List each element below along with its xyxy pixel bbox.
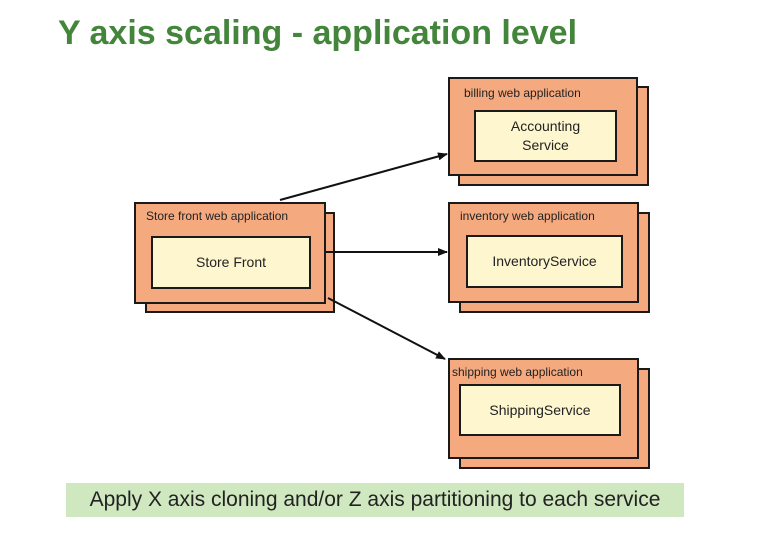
shipping-app-label: shipping web application bbox=[452, 365, 583, 379]
page-title: Y axis scaling - application level bbox=[58, 14, 578, 52]
shipping-web-application: shipping web application ShippingService bbox=[448, 358, 639, 459]
accounting-service: Accounting Service bbox=[474, 110, 617, 162]
arrow-to-billing bbox=[279, 152, 448, 201]
store-front-service: Store Front bbox=[151, 236, 311, 289]
shipping-service: ShippingService bbox=[459, 384, 621, 436]
inventory-web-application: inventory web application InventoryServi… bbox=[448, 202, 639, 303]
inventory-app-label: inventory web application bbox=[460, 209, 595, 223]
store-front-web-application: Store front web application Store Front bbox=[134, 202, 326, 304]
footer-note: Apply X axis cloning and/or Z axis parti… bbox=[66, 483, 684, 517]
billing-web-application: billing web application Accounting Servi… bbox=[448, 77, 638, 176]
store-front-app-label: Store front web application bbox=[146, 209, 289, 223]
inventory-service: InventoryService bbox=[466, 235, 623, 288]
arrow-to-shipping bbox=[327, 297, 446, 360]
billing-app-label: billing web application bbox=[464, 86, 581, 100]
